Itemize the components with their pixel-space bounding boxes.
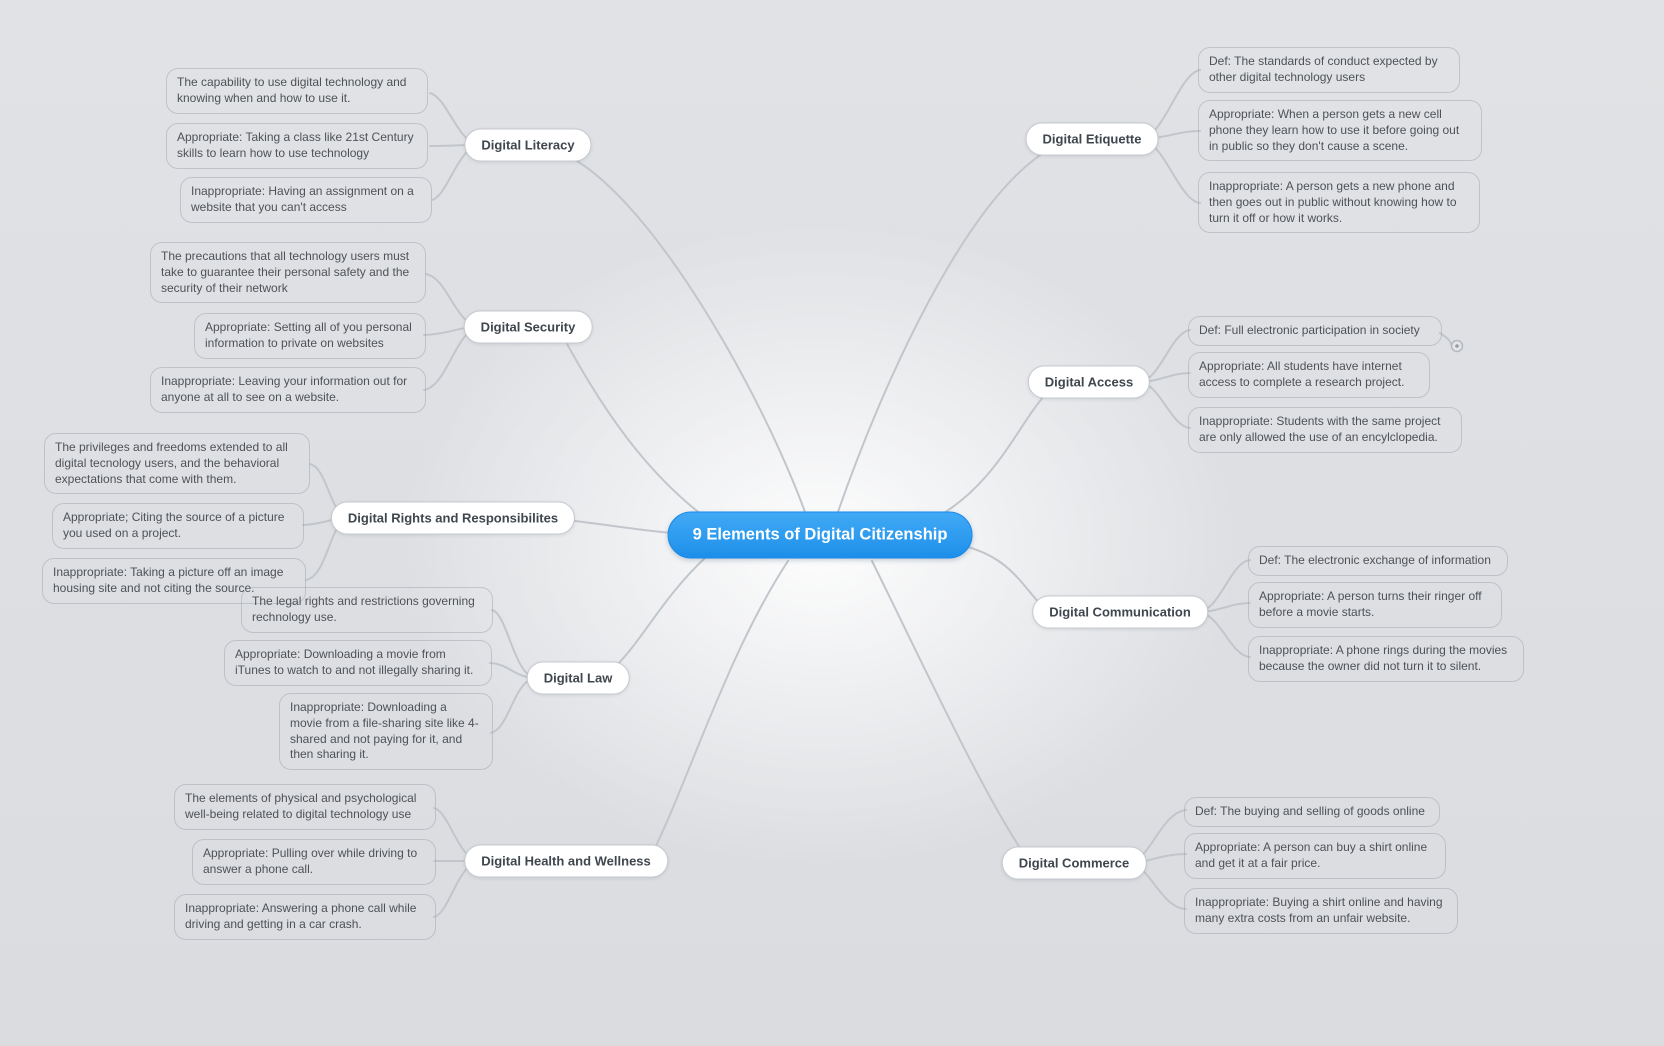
note-digital-access-inappropriate[interactable]: Inappropriate: Students with the same pr… xyxy=(1188,407,1462,453)
note-digital-literacy-appropriate[interactable]: Appropriate: Taking a class like 21st Ce… xyxy=(166,123,428,169)
note-digital-health-inappropriate[interactable]: Inappropriate: Answering a phone call wh… xyxy=(174,894,436,940)
note-digital-security-appropriate[interactable]: Appropriate: Setting all of you personal… xyxy=(194,313,426,359)
note-digital-security-definition[interactable]: The precautions that all technology user… xyxy=(150,242,426,304)
node-digital-commerce[interactable]: Digital Commerce xyxy=(1001,846,1147,880)
note-digital-law-definition[interactable]: The legal rights and restrictions govern… xyxy=(241,587,493,633)
note-digital-rights-definition[interactable]: The privileges and freedoms extended to … xyxy=(44,433,310,495)
note-digital-etiquette-appropriate[interactable]: Appropriate: When a person gets a new ce… xyxy=(1198,100,1482,162)
note-digital-rights-appropriate[interactable]: Appropriate; Citing the source of a pict… xyxy=(52,503,304,549)
node-digital-law[interactable]: Digital Law xyxy=(526,661,630,695)
note-digital-security-inappropriate[interactable]: Inappropriate: Leaving your information … xyxy=(150,367,426,413)
note-digital-literacy-definition[interactable]: The capability to use digital technology… xyxy=(166,68,428,114)
node-digital-rights-and-responsibilites[interactable]: Digital Rights and Responsibilites xyxy=(330,501,576,535)
note-digital-rights-inappropriate[interactable]: Inappropriate: Taking a picture off an i… xyxy=(42,558,306,604)
note-digital-etiquette-inappropriate[interactable]: Inappropriate: A person gets a new phone… xyxy=(1198,172,1480,234)
note-digital-literacy-inappropriate[interactable]: Inappropriate: Having an assignment on a… xyxy=(180,177,432,223)
node-digital-communication[interactable]: Digital Communication xyxy=(1032,595,1208,629)
note-digital-law-inappropriate[interactable]: Inappropriate: Downloading a movie from … xyxy=(279,693,493,771)
note-digital-health-appropriate[interactable]: Appropriate: Pulling over while driving … xyxy=(192,839,436,885)
note-digital-health-definition[interactable]: The elements of physical and psychologic… xyxy=(174,784,436,830)
note-digital-commerce-definition[interactable]: Def: The buying and selling of goods onl… xyxy=(1184,797,1440,827)
collapsed-branch-icon[interactable] xyxy=(1450,339,1464,353)
note-digital-communication-definition[interactable]: Def: The electronic exchange of informat… xyxy=(1248,546,1508,576)
note-digital-communication-inappropriate[interactable]: Inappropriate: A phone rings during the … xyxy=(1248,636,1524,682)
node-digital-etiquette[interactable]: Digital Etiquette xyxy=(1025,122,1159,156)
note-digital-commerce-inappropriate[interactable]: Inappropriate: Buying a shirt online and… xyxy=(1184,888,1458,934)
central-node[interactable]: 9 Elements of Digital Citizenship xyxy=(667,511,973,559)
note-digital-access-definition[interactable]: Def: Full electronic participation in so… xyxy=(1188,316,1442,346)
note-digital-communication-appropriate[interactable]: Appropriate: A person turns their ringer… xyxy=(1248,582,1502,628)
note-digital-access-appropriate[interactable]: Appropriate: All students have internet … xyxy=(1188,352,1430,398)
note-digital-law-appropriate[interactable]: Appropriate: Downloading a movie from iT… xyxy=(224,640,492,686)
node-digital-literacy[interactable]: Digital Literacy xyxy=(464,128,592,162)
note-digital-etiquette-definition[interactable]: Def: The standards of conduct expected b… xyxy=(1198,47,1460,93)
node-digital-access[interactable]: Digital Access xyxy=(1027,365,1151,399)
node-digital-security[interactable]: Digital Security xyxy=(463,310,593,344)
node-digital-health-and-wellness[interactable]: Digital Health and Wellness xyxy=(464,844,668,878)
note-digital-commerce-appropriate[interactable]: Appropriate: A person can buy a shirt on… xyxy=(1184,833,1446,879)
